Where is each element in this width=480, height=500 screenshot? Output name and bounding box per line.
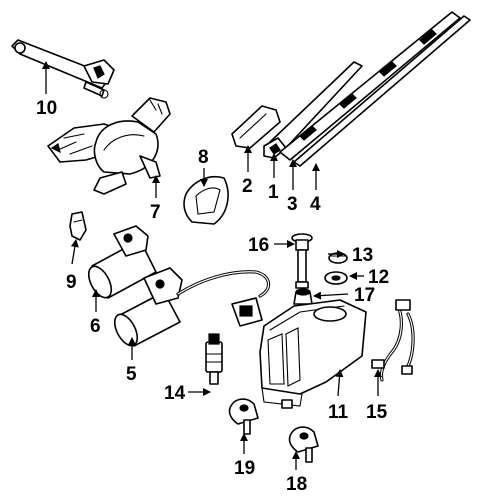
- callout-15: 15: [366, 402, 388, 423]
- hose-connector: [291, 233, 313, 289]
- callout-8: 8: [198, 147, 209, 168]
- callout-6: 6: [90, 316, 101, 337]
- leader-lines: [42, 61, 382, 470]
- callout-18: 18: [286, 474, 307, 495]
- washer-nozzle-left: [228, 398, 259, 435]
- wiper-motor-rear: [113, 267, 271, 347]
- washer-pump-motor-front: [87, 225, 157, 299]
- grommet: [293, 288, 313, 305]
- callout-12: 12: [368, 267, 389, 288]
- pivot-cap: [231, 105, 281, 149]
- callout-1: 1: [268, 182, 279, 203]
- washer-pump: [205, 333, 223, 385]
- callout-19: 19: [234, 458, 255, 479]
- callout-labels: 10 7 8 2 1 3 4 9 6 5 16 13 12 17 14 11 1…: [36, 98, 389, 495]
- seal-ring: [324, 271, 348, 285]
- callout-14: 14: [164, 383, 186, 404]
- blade-refill: [293, 15, 471, 167]
- hose-assembly: [371, 299, 415, 382]
- wiper-arm: [263, 61, 363, 159]
- wiper-motor-bracket: [47, 97, 171, 195]
- callout-7: 7: [150, 202, 161, 223]
- small-bracket: [69, 211, 87, 241]
- callout-3: 3: [287, 194, 298, 215]
- callout-11: 11: [328, 402, 349, 423]
- callout-17: 17: [354, 285, 375, 306]
- wiper-blade: [279, 11, 461, 161]
- washer-nozzle-right: [288, 426, 319, 463]
- callout-10: 10: [36, 98, 57, 119]
- wiper-linkage: [11, 39, 115, 99]
- callout-5: 5: [126, 364, 137, 385]
- callout-4: 4: [310, 194, 321, 215]
- callout-9: 9: [66, 272, 77, 293]
- cover-trim: [183, 176, 229, 225]
- callout-2: 2: [242, 176, 253, 197]
- washer-reservoir: [259, 299, 367, 409]
- callout-13: 13: [352, 245, 373, 266]
- callout-16: 16: [248, 235, 269, 256]
